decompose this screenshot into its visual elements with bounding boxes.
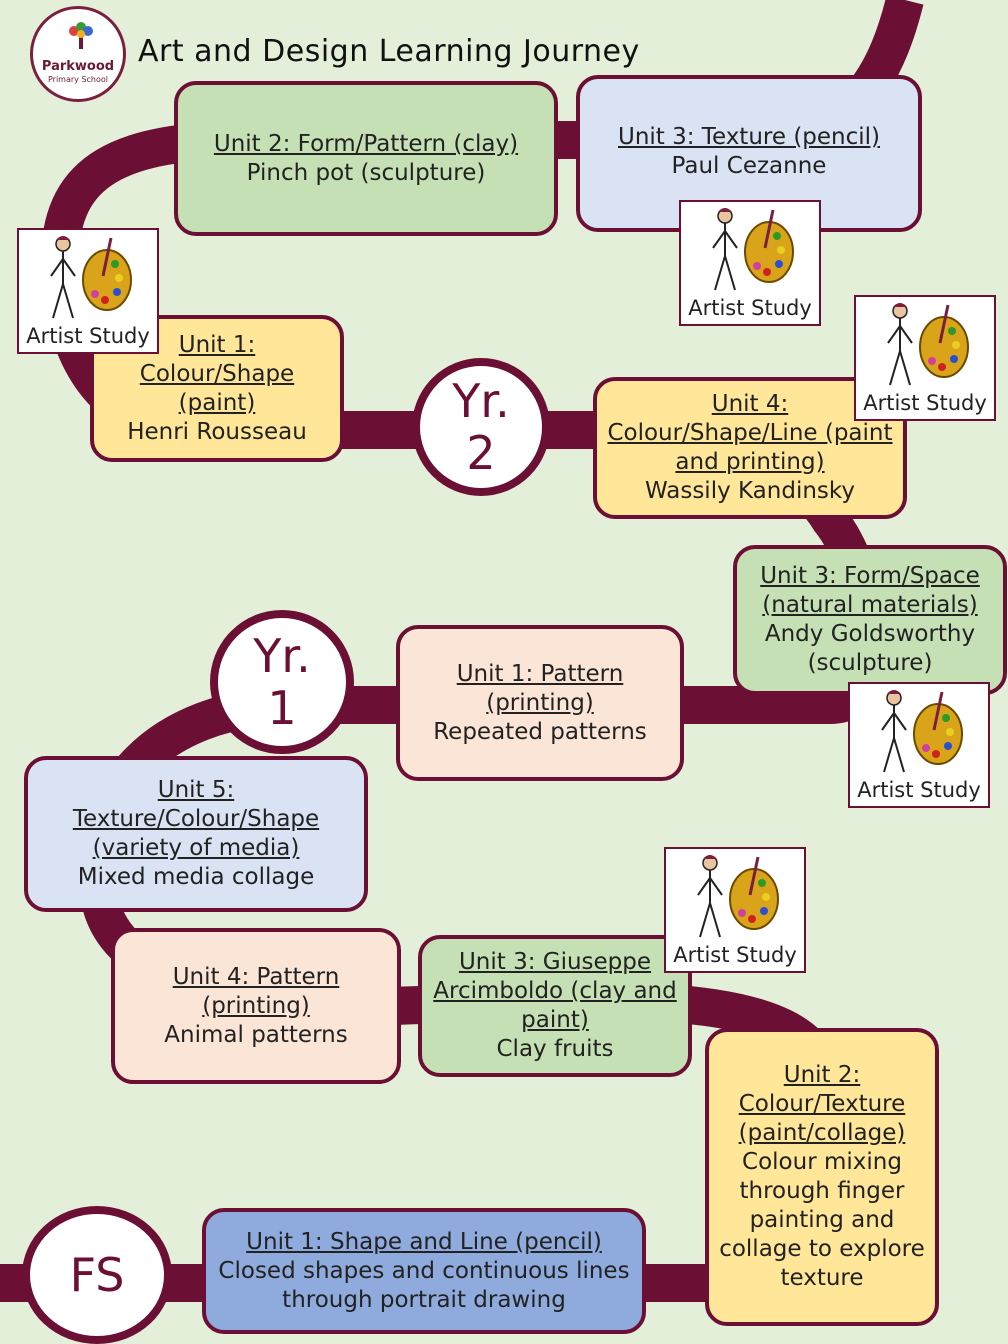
fs-marker: FS: [22, 1206, 172, 1344]
unit-body: Colour mixing through finger painting an…: [719, 1149, 925, 1291]
artist-study-badge: Artist Study: [848, 682, 990, 808]
artist-study-label: Artist Study: [688, 296, 812, 320]
unit-body: Repeated patterns: [433, 718, 647, 745]
unit-heading: Unit 2: Form/Pattern (clay): [213, 130, 519, 157]
unit-heading: Unit 4: Colour/Shape/Line (paint and pri…: [607, 391, 893, 475]
fs-unit1-card: Unit 1: Shape and Line (pencil) Closed s…: [202, 1208, 646, 1334]
y1-unit5-card: Unit 5: Texture/Colour/Shape (variety of…: [24, 756, 368, 912]
unit-heading: Unit 2: Colour/Texture (paint/collage): [738, 1062, 906, 1146]
logo-school-sub: Primary School: [47, 75, 108, 84]
artist-study-label: Artist Study: [26, 324, 150, 348]
unit-body: Wassily Kandinsky: [644, 478, 856, 504]
year2-marker: Yr. 2: [412, 358, 550, 496]
unit-heading: Unit 3: Form/Space (natural materials): [760, 563, 980, 618]
tree-logo-icon: [69, 22, 93, 49]
year2-label: Yr. 2: [452, 374, 510, 480]
y1-unit1-card: Unit 1: Pattern (printing) Repeated patt…: [396, 625, 684, 781]
unit-body: Paul Cezanne: [671, 153, 827, 179]
unit-body: Closed shapes and continuous lines throu…: [218, 1257, 630, 1313]
artist-study-label: Artist Study: [857, 778, 981, 802]
unit-heading: Unit 5: Texture/Colour/Shape (variety of…: [72, 777, 320, 861]
artist-study-label: Artist Study: [673, 943, 797, 967]
y1-unit3-card: Unit 3: Form/Space (natural materials) A…: [733, 545, 1007, 695]
unit-body: Andy Goldsworthy (sculpture): [764, 621, 976, 676]
unit-heading: Unit 1: Colour/Shape (paint): [139, 331, 295, 416]
unit-heading: Unit 4: Pattern (printing): [172, 963, 340, 1019]
fs-label: FS: [69, 1248, 125, 1302]
unit-heading: Unit 3: Giuseppe Arcimboldo (clay and pa…: [433, 949, 677, 1033]
fs-unit3-card: Unit 3: Giuseppe Arcimboldo (clay and pa…: [418, 935, 692, 1077]
unit-heading: Unit 1: Pattern (printing): [456, 660, 624, 716]
unit-heading: Unit 3: Texture (pencil): [617, 124, 881, 150]
artist-palette-icon: [697, 855, 779, 938]
artist-study-label: Artist Study: [863, 391, 987, 415]
school-logo: Parkwood Primary School: [30, 6, 126, 102]
y2-unit2-card: Unit 2: Form/Pattern (clay) Pinch pot (s…: [174, 81, 558, 236]
artist-palette-icon: [50, 236, 132, 319]
unit-body: Henri Rousseau: [127, 418, 307, 445]
page-title: Art and Design Learning Journey: [138, 34, 640, 69]
unit-body: Clay fruits: [496, 1036, 614, 1062]
artist-study-badge: Artist Study: [679, 200, 821, 326]
artist-study-badge: Artist Study: [17, 228, 159, 354]
artist-palette-icon: [887, 303, 969, 386]
unit-heading: Unit 1: Shape and Line (pencil): [246, 1228, 602, 1255]
unit-body: Mixed media collage: [77, 864, 315, 890]
y2-unit4-card: Unit 4: Colour/Shape/Line (paint and pri…: [593, 377, 907, 519]
y2-unit1-card: Unit 1: Colour/Shape (paint) Henri Rouss…: [90, 315, 344, 462]
artist-palette-icon: [712, 208, 794, 291]
logo-school-name: Parkwood: [41, 59, 115, 74]
fs-unit2-card: Unit 2: Colour/Texture (paint/collage) C…: [705, 1028, 939, 1326]
unit-body: Pinch pot (sculpture): [246, 159, 486, 186]
y1-unit4-card: Unit 4: Pattern (printing) Animal patter…: [111, 928, 401, 1084]
year1-label: Yr. 1: [253, 629, 311, 735]
unit-body: Animal patterns: [164, 1021, 348, 1048]
artist-study-badge: Artist Study: [854, 295, 996, 421]
artist-study-badge: Artist Study: [664, 847, 806, 973]
year1-marker: Yr. 1: [210, 610, 354, 754]
artist-palette-icon: [881, 690, 963, 773]
